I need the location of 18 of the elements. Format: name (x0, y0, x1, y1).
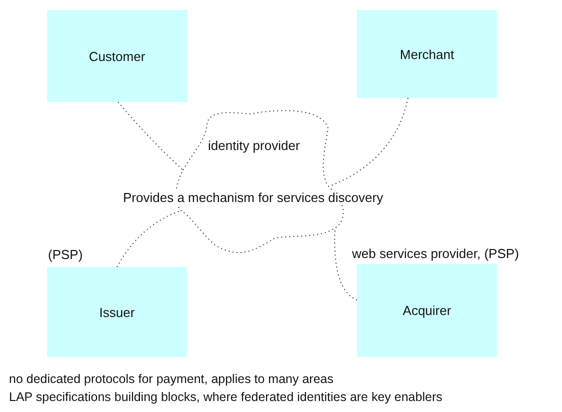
entity-box (47, 10, 187, 102)
entity-label: Issuer (99, 304, 135, 320)
dotted-connector (118, 102, 184, 170)
entity-label: Acquirer (402, 303, 452, 318)
dotted-connector (116, 210, 180, 268)
cloud-title: identity provider (208, 138, 300, 153)
entity-label: Customer (88, 48, 146, 64)
entity-box (357, 10, 497, 98)
dotted-connector (330, 98, 408, 186)
role-annotation: (PSP) (48, 247, 83, 262)
role-annotation: web services provider, (PSP) (352, 246, 519, 261)
entity-label: Merchant (400, 46, 454, 62)
dotted-connector (334, 228, 358, 300)
cloud-description: Provides a mechanism for services discovery (123, 190, 384, 205)
entity-box (47, 267, 187, 357)
entity-box (357, 264, 497, 357)
note-text: no dedicated protocols for payment, applies to many areas (9, 372, 334, 386)
note-text: LAP specifications building blocks, where federated identities are key enablers (9, 390, 442, 404)
